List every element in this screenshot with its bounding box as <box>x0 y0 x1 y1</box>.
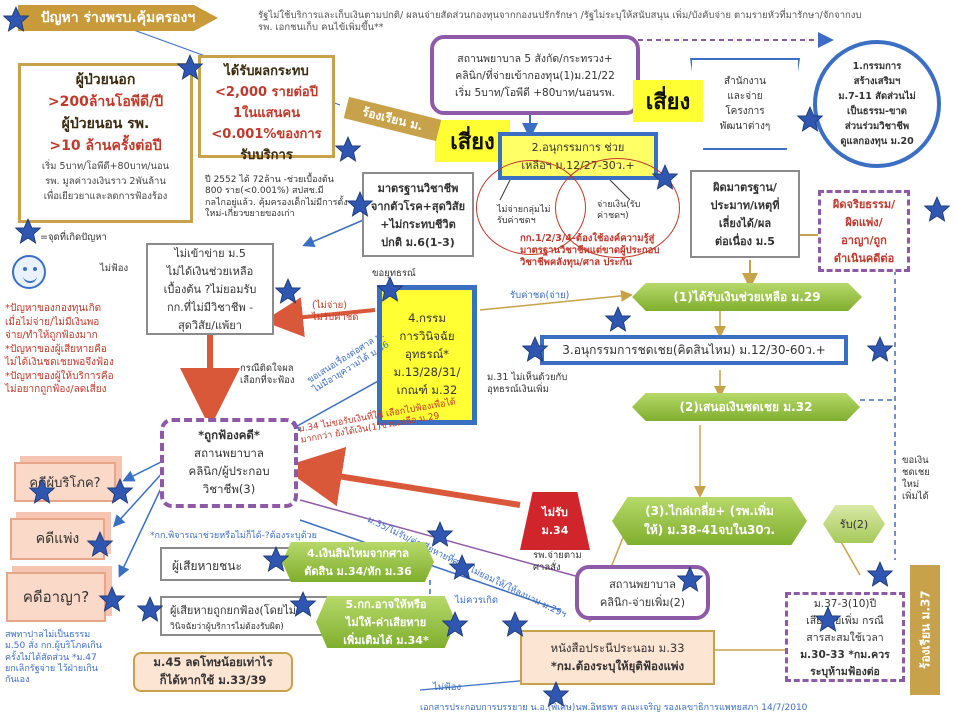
no-pay-label: (ไม่จ่าย) ไม่รับค่าชด <box>312 300 359 323</box>
receive-label: รับค่าชด(จ่าย) <box>510 290 570 301</box>
no-claim-note: ไม่ควรเกิด <box>455 595 499 606</box>
no-m31-note: ม.31 ไม่เห็นด้วยกับ อุทธรณ์เงินเพิ่ม <box>487 372 568 395</box>
ethics-box: ผิดจริยธรรม/ ผิดแพ่ง/ อาญา/ถูก ดำเนินคดี… <box>818 190 910 272</box>
case-civil: คดีแพ่ง <box>10 518 105 560</box>
oval-right-text: จ่ายเงิน(รับ ค่าชดฯ) <box>597 200 641 222</box>
committee4-box: 4.กรรม การวินิจฉัย อุทธรณ์* ม.13/28/31/ … <box>377 285 477 425</box>
m45-box: ม.45 ลดโทษน้อยเท่าไร ก็ได้หากใช้ ม.33/39 <box>133 652 293 692</box>
wrong-standard-box: ผิดมาตรฐาน/ ประมาท/เหตุที่ เลี่ยงได้/ผล … <box>690 170 800 258</box>
mediation-doc-box: หนังสือประนีประนอม ม.33 *กม.ต้องระบุให้ย… <box>520 630 715 685</box>
patients-box: ผู้ป่วยนอก >200ล้านโอพีดี/ปี ผู้ป่วยนอน … <box>18 63 193 223</box>
victim-win-box: ผู้เสียหายชนะ <box>160 547 300 581</box>
oval-right <box>555 158 680 258</box>
m37-note-box: ม.37-3(10)ปี เสียหายเพิ่ม กรณี สารสะสมใช… <box>785 592 905 682</box>
header-title: ปัญหา ร่างพรบ.คุ้มครองฯ <box>18 5 218 31</box>
mediate-box: (3).ไกล่เกลี่ย+ (รพ.เพิ่ม ให้) ม.38-41จบ… <box>612 497 807 545</box>
sued-box: *ถูกฟ้องคดี* สถานพยาบาล คลินิก/ผู้ประกอบ… <box>160 418 298 508</box>
hosp-clinic-box: สถานพยาบาล คลินิก-จ่ายเพิ่ม(2) <box>575 565 710 620</box>
harm-box: ได้รับผลกระทบ <2,000 รายต่อปี 1ในแสนคน <… <box>198 55 335 163</box>
stat-note: ปี 2552 ได้ 72ล้าน -ช่วยเบื้องต้น 800 รา… <box>205 175 348 219</box>
offer-m32: (2)เสนอเงินชดเชย ม.32 <box>632 393 860 421</box>
no-sue-label-2: ไม่ฟ้อง <box>433 682 462 693</box>
star-legend: =จุดที่เกิดปัญหา <box>40 232 107 243</box>
not-received-note: ขอเงิน ชดเชย ใหม่ เพิ่มได้ <box>902 455 930 502</box>
smiley-icon <box>12 255 46 289</box>
risk-label-1: เสี่ยง <box>633 80 703 122</box>
victim-loses-box: ผู้เสียหายถูกยกฟ้อง(โดยไม่ วินิจฉัยว่าผู… <box>160 596 335 636</box>
footer-credit: เอกสารประกอบการบรรยาย น.อ.(พิเศษ)นพ.อิทธ… <box>420 703 808 713</box>
hospital-top-box: สถานพยาบาล 5 สังกัด/กระทรวง+ คลินิก/ที่จ… <box>430 35 640 115</box>
committee3-box: 3.อนุกรรมการชดเชย(คิดสินไหม) ม.12/30-60ว… <box>540 335 848 365</box>
header-note: รัฐไม่ใช้บริการและเก็บเงินตามปกติ/ ผลนจ่… <box>258 10 862 33</box>
no-sue-label: ไม่ฟ้อง <box>100 263 129 274</box>
hosp-pays-note: รพ.จ่ายตาม ศาลสั่ง <box>533 550 582 573</box>
committee-circle: 1.กรรมการ สร้างเสริมฯ ม.7-11 สัดส่วนไม่ … <box>813 40 941 168</box>
red-note: กก.1/2/3/4-ต้องใช้องค์ความรู้สู่ มาตรฐาน… <box>520 233 660 268</box>
risk-label-2: เสี่ยง <box>435 120 510 162</box>
oval-left-text: ไม่จ่ายกลุ่มไม่ รับค่าชดฯ <box>497 205 551 227</box>
case-consumer: คดีผู้บริโภค? <box>14 462 116 502</box>
new-comp-box: 4.เงินสินไหมจากศาล ตัดสิน ม.34/หัก ม.36 <box>282 542 434 582</box>
court-consider-note: *กก.พิจารณาช่วยหรือไม่ก็ได้-?ต้องระบุด้ว… <box>150 531 317 541</box>
no-receive-box: ไม่รับ ม.34 <box>520 492 590 550</box>
case-criminal: คดีอาญา? <box>6 572 106 622</box>
complain-m37-label: ร้องเรียน ม.37 <box>910 565 940 695</box>
help-m29: (1)ได้รับเงินช่วยเหลือ ม.29 <box>632 283 862 311</box>
standard-box: มาตรฐานวิชาชีพ จากตัวโรค+สุดวิสัย +ไม่กร… <box>362 172 474 257</box>
office-box: สำนักงาน และจ่าย โครงการ พัฒนาต่างๆ <box>690 58 800 150</box>
receive2-box: รับ(2) <box>823 505 885 543</box>
court-case-note: กรณีติดใจผล เลือกที่จะฟ้อง <box>240 363 295 386</box>
court-order-box: 5.กก.อาจให้หรือ ไม่ให้-ค่าเสียหาย เพิ่มเ… <box>316 596 456 648</box>
problems-list: *ปัญหาของกองทุนเกิด เมื่อไม่จ่าย/ไม่มีเง… <box>5 303 114 395</box>
not-eligible-box: ไม่เข้าข่าย ม.5 ไม่ได้เงินช่วยเหลือ เบื้… <box>146 243 274 335</box>
bottom-left-note: สพทาปาลไม่เป็นธรรม ม.50 สั่ง กก.ผู้บริโภ… <box>5 630 102 685</box>
appeal-label: ขอยุทธรณ์ <box>372 268 416 279</box>
